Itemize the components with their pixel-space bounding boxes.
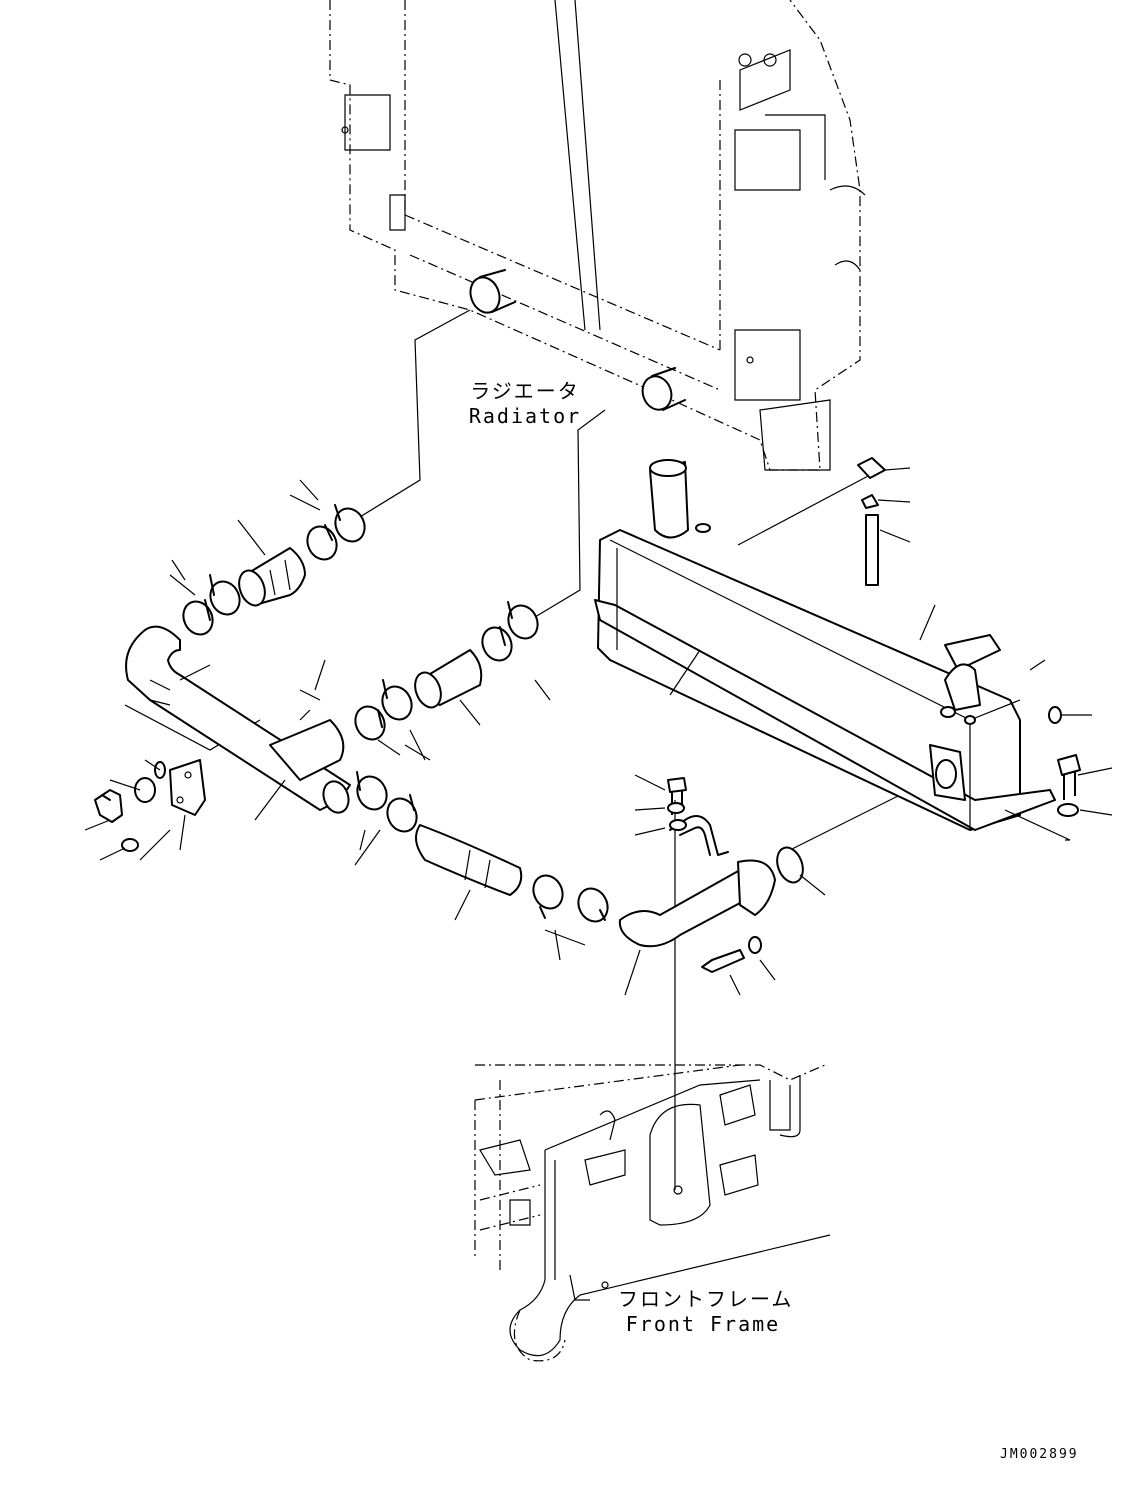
surge-tank	[594, 459, 1056, 831]
front-frame-label-en: Front Frame	[625, 1312, 781, 1336]
front-frame-label-jp: フロントフレーム	[618, 1287, 794, 1311]
drawing-code: JM002899	[1000, 1447, 1079, 1462]
part-leader-ticks	[169, 479, 776, 996]
radiator-label-en: Radiator	[468, 404, 582, 428]
radiator-label: ラジエータ Radiator	[460, 375, 590, 428]
left-bracket-parts	[84, 759, 206, 861]
front-frame-assembly	[474, 1064, 831, 1362]
left-pipe	[125, 625, 351, 814]
front-frame-label: フロントフレーム Front Frame	[618, 1283, 794, 1336]
radiator-label-jp: ラジエータ	[470, 379, 580, 403]
right-small-parts	[669, 457, 1113, 896]
lower-hose-set	[356, 771, 609, 923]
radiator-assembly	[329, 0, 866, 471]
center-hose-set	[354, 601, 539, 741]
lower-pipe	[618, 777, 804, 973]
upper-hose-set	[182, 504, 366, 636]
